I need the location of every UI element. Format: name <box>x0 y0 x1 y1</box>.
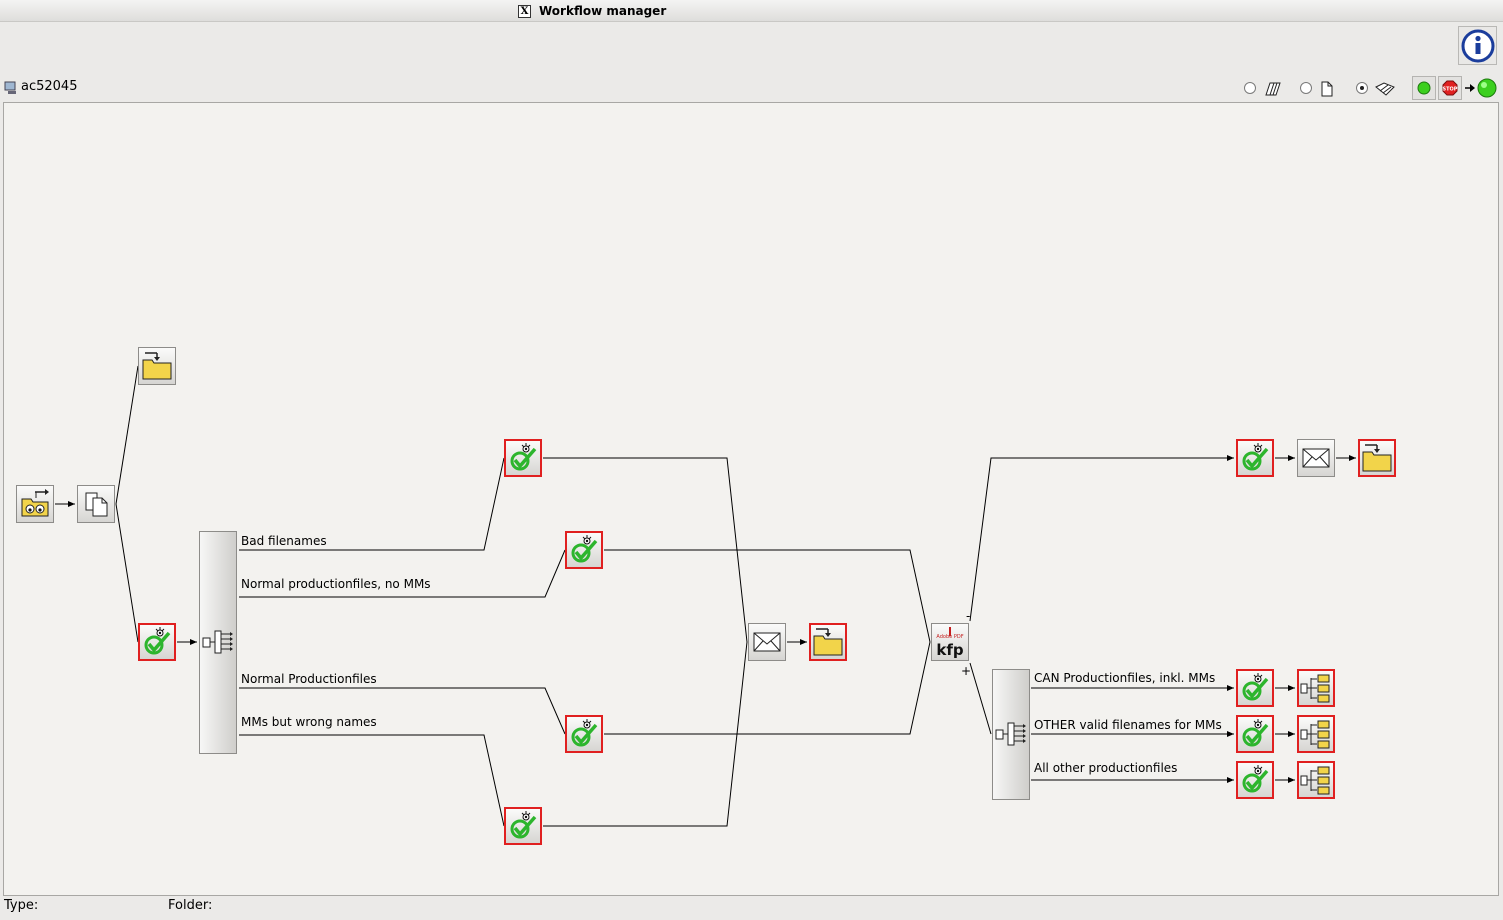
arrow-right-icon <box>1465 84 1475 92</box>
archive-node-1[interactable] <box>1297 669 1335 707</box>
archive-icon <box>1300 720 1330 749</box>
check-node-9[interactable] <box>1236 761 1274 799</box>
window-title: Workflow manager <box>539 4 667 18</box>
checkmark-icon <box>1242 765 1269 793</box>
checkmark-icon <box>571 719 598 747</box>
connection-label-normal-no-mms: Normal productionfiles, no MMs <box>241 577 431 591</box>
info-icon <box>1461 29 1495 63</box>
start-button[interactable] <box>1412 76 1436 100</box>
status-light-icon <box>1477 78 1497 98</box>
connection-label-can-productionfiles: CAN Productionfiles, inkl. MMs <box>1034 671 1216 685</box>
multi-page-icon <box>1265 82 1281 96</box>
kfp-minus-sign: - <box>966 609 971 623</box>
connection-label-other-valid-filenames: OTHER valid filenames for MMs <box>1034 718 1222 732</box>
host-name: ac52045 <box>21 79 78 94</box>
archive-icon <box>1300 674 1330 703</box>
archive-node-3[interactable] <box>1297 761 1335 799</box>
folder-node-top[interactable] <box>138 347 176 385</box>
checkmark-icon <box>510 811 537 839</box>
checkmark-icon <box>1242 719 1269 747</box>
connection-label-bad-filenames: Bad filenames <box>241 534 327 548</box>
pdf-preflight-node[interactable]: Adobe PDF kfp <box>931 623 969 661</box>
title-bar: X Workflow manager <box>0 0 1503 22</box>
folder-label: Folder: <box>168 898 213 913</box>
view-option-single-radio[interactable] <box>1300 82 1312 94</box>
connection-label-all-other: All other productionfiles <box>1034 761 1178 775</box>
svg-text:STOP: STOP <box>1443 87 1458 93</box>
router-node-2[interactable] <box>992 669 1030 800</box>
view-option-stack-radio[interactable] <box>1356 82 1368 94</box>
check-node-3[interactable] <box>565 531 603 569</box>
view-option-single[interactable] <box>1300 81 1340 97</box>
folder-node-right[interactable] <box>1358 439 1396 477</box>
x-logo-icon: X <box>518 5 531 18</box>
pdf-preflight-icon: Adobe PDF kfp <box>936 627 964 659</box>
page-icon <box>1321 81 1333 97</box>
status-bar: Type: Folder: <box>0 897 1503 920</box>
kfp-sub-label: Adobe PDF <box>936 634 963 640</box>
view-option-all[interactable] <box>1244 81 1286 97</box>
green-light-icon <box>1417 81 1431 95</box>
router-node-1[interactable] <box>199 531 237 754</box>
view-option-all-radio[interactable] <box>1244 82 1256 94</box>
folder-icon <box>813 628 843 656</box>
checkmark-icon <box>1242 673 1269 701</box>
info-button[interactable] <box>1458 26 1497 65</box>
folder-icon <box>1362 444 1392 472</box>
stop-button[interactable]: STOP <box>1438 76 1462 100</box>
stop-sign-icon: STOP <box>1442 80 1458 96</box>
check-node-1[interactable] <box>138 623 176 661</box>
folder-node-mid[interactable] <box>809 623 847 661</box>
mail-node-1[interactable] <box>748 623 786 661</box>
checkmark-icon <box>571 535 598 563</box>
check-node-2[interactable] <box>504 439 542 477</box>
check-node-4[interactable] <box>565 715 603 753</box>
archive-node-2[interactable] <box>1297 715 1335 753</box>
check-node-6[interactable] <box>1236 439 1274 477</box>
checkmark-icon <box>144 627 171 655</box>
copy-node[interactable] <box>77 485 115 523</box>
mail-icon <box>753 632 781 652</box>
checkmark-icon <box>1242 443 1269 471</box>
connection-label-normal-productionfiles: Normal Productionfiles <box>241 672 377 686</box>
checkmark-icon <box>510 443 537 471</box>
mail-node-2[interactable] <box>1297 439 1335 477</box>
kfp-plus-sign: + <box>961 664 972 678</box>
computer-icon <box>4 81 16 94</box>
check-node-8[interactable] <box>1236 715 1274 753</box>
check-node-7[interactable] <box>1236 669 1274 707</box>
type-label: Type: <box>4 898 39 913</box>
copy-icon <box>85 492 108 517</box>
page-stack-icon <box>1375 82 1395 96</box>
folder-icon <box>142 352 172 380</box>
router-icon <box>202 630 233 654</box>
kfp-label: kfp <box>936 641 964 659</box>
hot-folder-icon <box>21 489 49 517</box>
connection-label-mms-wrong-names: MMs but wrong names <box>241 715 377 729</box>
archive-icon <box>1300 766 1330 795</box>
check-node-5[interactable] <box>504 807 542 845</box>
mail-icon <box>1302 448 1330 468</box>
view-option-stack[interactable] <box>1356 81 1400 97</box>
hot-folder-node[interactable] <box>16 485 54 523</box>
router-icon <box>995 722 1026 746</box>
